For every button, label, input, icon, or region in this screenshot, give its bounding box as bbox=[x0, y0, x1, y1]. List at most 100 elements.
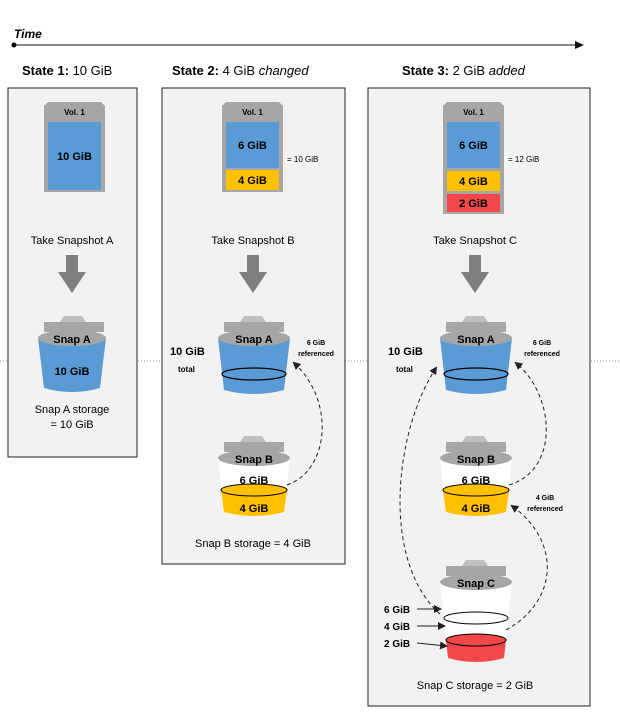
snap-c-pointer-label: 2 GiB bbox=[384, 639, 410, 650]
state-2-volume: Vol. 1 6 GiB 4 GiB bbox=[222, 102, 283, 192]
snap-b-bottom-value: 4 GiB bbox=[462, 503, 491, 515]
bucket-handle bbox=[240, 436, 266, 442]
bucket-rim bbox=[218, 330, 290, 346]
snap-b-bucket-state-2: Snap B 6 GiB 4 GiB bbox=[218, 436, 290, 516]
state-2-storage: Snap B storage = 4 GiB bbox=[195, 538, 311, 550]
bucket-rim bbox=[440, 574, 512, 590]
volume-segment-red bbox=[447, 194, 500, 212]
volume-segment-label: 6 GiB bbox=[459, 140, 488, 152]
state-3-volume: Vol. 1 6 GiB 4 GiB 2 GiB bbox=[443, 102, 504, 214]
volume-segment-label: 4 GiB bbox=[238, 175, 267, 187]
bucket-rim bbox=[440, 330, 512, 346]
volume-segment-blue bbox=[226, 122, 279, 168]
bucket-fill-top bbox=[220, 483, 288, 497]
bucket-lid bbox=[44, 322, 104, 332]
snap-a-ref-line-1: 6 GiB bbox=[307, 340, 325, 347]
state-1-volume: Vol. 1 10 GiB bbox=[44, 102, 105, 192]
snap-c-bucket: Snap C bbox=[440, 560, 512, 662]
snap-c-pointer-label: 6 GiB bbox=[384, 605, 410, 616]
volume-lid bbox=[222, 102, 283, 120]
bucket-handle bbox=[240, 316, 266, 322]
state-2-action: Take Snapshot B bbox=[211, 235, 294, 247]
bucket-handle bbox=[462, 436, 488, 442]
bucket-divider bbox=[443, 367, 509, 381]
snap-a-label: Snap A bbox=[53, 334, 91, 346]
bucket-lid bbox=[446, 566, 506, 576]
bucket-divider bbox=[221, 367, 287, 381]
bucket-body bbox=[38, 338, 106, 392]
state-3-heading: State 3: 2 GiB added bbox=[402, 63, 526, 78]
timeline-label: Time bbox=[14, 27, 42, 41]
volume-segment-label: 10 GiB bbox=[57, 151, 92, 163]
bucket-divider bbox=[443, 611, 509, 625]
bucket-handle bbox=[462, 560, 488, 566]
bucket-lid bbox=[224, 322, 284, 332]
snap-a-label: Snap A bbox=[235, 334, 273, 346]
snap-c-pointer-arrow bbox=[416, 641, 448, 650]
state-1-heading: State 1: 10 GiB bbox=[22, 63, 112, 78]
state-1-storage-line-1: Snap A storage bbox=[35, 404, 110, 416]
snap-b-ref-line-2: referenced bbox=[527, 506, 563, 513]
volume-segment-yellow bbox=[226, 170, 279, 190]
snap-b-top-value: 6 GiB bbox=[462, 475, 491, 487]
snap-a-side-sub: total bbox=[396, 365, 413, 374]
snap-b-label: Snap B bbox=[457, 454, 495, 466]
state-1-action: Take Snapshot A bbox=[31, 235, 114, 247]
snap-b-bottom-value: 4 GiB bbox=[240, 503, 269, 515]
snap-b-bucket-state-3: Snap B 6 GiB 4 GiB bbox=[440, 436, 512, 516]
volume-lid bbox=[44, 102, 105, 120]
state-2-down-arrow bbox=[239, 255, 267, 293]
state-1-storage-line-2: = 10 GiB bbox=[50, 419, 93, 431]
volume-segment-blue bbox=[447, 122, 500, 168]
state-3-action: Take Snapshot C bbox=[433, 235, 517, 247]
volume-segment-label: 6 GiB bbox=[238, 140, 267, 152]
snap-a-ref-line-1: 6 GiB bbox=[533, 340, 551, 347]
snap-b-top-value: 6 GiB bbox=[240, 475, 269, 487]
snap-c-pointer-label: 4 GiB bbox=[384, 622, 410, 633]
state-1-down-arrow bbox=[58, 255, 86, 293]
bucket-fill-yellow bbox=[443, 490, 509, 516]
state-2-reference-arrow bbox=[286, 361, 323, 486]
volume-label: Vol. 1 bbox=[242, 108, 263, 117]
bucket-lid bbox=[446, 322, 506, 332]
snap-a-bucket-state-3: Snap A bbox=[440, 316, 512, 394]
snap-a-label: Snap A bbox=[457, 334, 495, 346]
bucket-fill-top bbox=[445, 633, 507, 647]
snap-a-ref-line-2: referenced bbox=[298, 351, 334, 358]
bucket-handle bbox=[462, 316, 488, 322]
snap-a-value: 10 GiB bbox=[55, 366, 90, 378]
bucket-handle bbox=[60, 316, 86, 322]
bucket-rim bbox=[38, 330, 106, 346]
snap-b-ref-line-1: 4 GiB bbox=[536, 495, 554, 502]
state-3-snap-b-to-a-arrow bbox=[508, 361, 547, 486]
volume-segment-label: 4 GiB bbox=[459, 176, 488, 188]
snap-a-bucket-state-1: Snap A 10 GiB bbox=[38, 316, 106, 392]
bucket-rim bbox=[440, 450, 512, 466]
bucket-fill-yellow bbox=[221, 490, 287, 516]
volume-label: Vol. 1 bbox=[463, 108, 484, 117]
volume-segment-yellow bbox=[447, 171, 500, 191]
snap-a-ref-line-2: referenced bbox=[524, 351, 560, 358]
snap-a-bucket-state-2: Snap A bbox=[218, 316, 290, 394]
state-2-volume-total: = 10 GiB bbox=[287, 155, 318, 164]
snap-a-side-sub: total bbox=[178, 365, 195, 374]
bucket-rim bbox=[218, 450, 290, 466]
snap-a-side-value: 10 GiB bbox=[170, 346, 205, 358]
volume-label: Vol. 1 bbox=[64, 108, 85, 117]
bucket-lid bbox=[446, 442, 506, 452]
state-3-volume-total: = 12 GiB bbox=[508, 155, 539, 164]
snap-a-side-value: 10 GiB bbox=[388, 346, 423, 358]
bucket-body bbox=[218, 338, 290, 394]
snap-c-label: Snap C bbox=[457, 578, 495, 590]
snap-b-label: Snap B bbox=[235, 454, 273, 466]
state-3-down-arrow bbox=[461, 255, 489, 293]
state-2-heading: State 2: 4 GiB changed bbox=[172, 63, 309, 78]
volume-segment-blue bbox=[48, 122, 101, 190]
bucket-lid bbox=[224, 442, 284, 452]
snap-c-to-snap-a-arrow bbox=[399, 366, 441, 615]
state-3-storage: Snap C storage = 2 GiB bbox=[417, 680, 533, 692]
bucket-fill-top bbox=[442, 483, 510, 497]
volume-lid bbox=[443, 102, 504, 120]
bucket-body bbox=[440, 338, 512, 394]
